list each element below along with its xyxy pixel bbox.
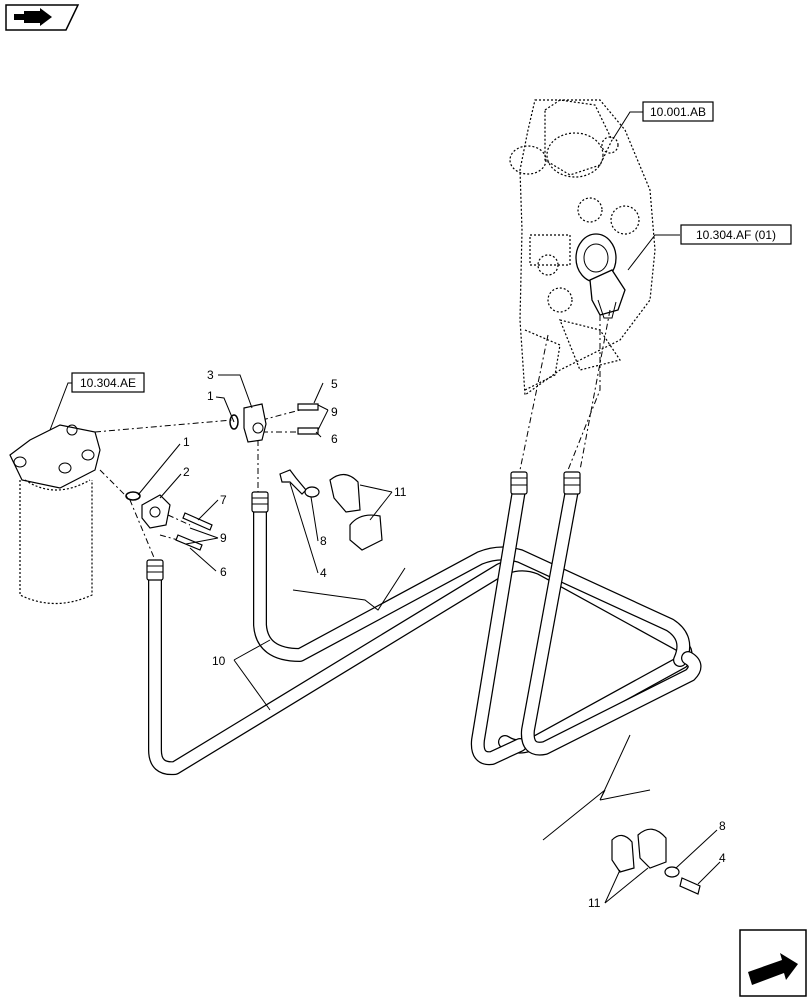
callout-6b: 6	[220, 565, 227, 579]
screws	[175, 403, 319, 551]
callout-11b: 11	[588, 896, 601, 910]
callout-numbers: 1 3 1 2 5 9 6 7 9 6 11 8 4 10 8 4 11	[183, 368, 726, 910]
callout-4b: 4	[719, 851, 726, 865]
fuel-hoses	[148, 483, 702, 776]
callout-4a: 4	[320, 566, 327, 580]
callout-3: 3	[207, 368, 214, 382]
ref-fuel-filter[interactable]: 10.304.AE	[71, 372, 145, 393]
bolt-upper	[279, 469, 320, 498]
callout-6a: 6	[331, 432, 338, 446]
callout-2: 2	[183, 465, 190, 479]
leader-lines	[49, 111, 721, 904]
callout-9a: 9	[331, 405, 338, 419]
banjo-fitting-lower	[141, 494, 171, 529]
callout-1a: 1	[207, 389, 214, 403]
svg-text:10.304.AF (01): 10.304.AF (01)	[696, 228, 776, 242]
callout-9b: 9	[220, 531, 227, 545]
callout-1b: 1	[183, 435, 190, 449]
clip-lower	[611, 828, 701, 895]
callout-5: 5	[331, 377, 338, 391]
book-arrow-icon[interactable]	[5, 4, 80, 31]
callout-7: 7	[220, 493, 227, 507]
assembly-lines	[94, 309, 611, 561]
o-ring-upper	[229, 414, 239, 430]
ref-filter-head[interactable]: 10.304.AF (01)	[680, 224, 792, 245]
callout-8a: 8	[320, 534, 327, 548]
ref-engine-block[interactable]: 10.001.AB	[642, 101, 714, 122]
svg-text:10.001.AB: 10.001.AB	[650, 105, 706, 119]
engine-block	[509, 99, 656, 397]
o-ring-lower	[125, 491, 141, 501]
next-page-arrow-icon[interactable]	[739, 929, 807, 997]
callout-8b: 8	[719, 819, 726, 833]
fuel-filter	[9, 424, 101, 604]
callout-11a: 11	[394, 485, 407, 499]
svg-text:10.304.AE: 10.304.AE	[80, 376, 136, 390]
banjo-fitting-upper	[243, 403, 267, 443]
callout-10: 10	[212, 654, 226, 668]
hose-fittings	[146, 471, 581, 581]
clip-upper	[329, 473, 383, 551]
